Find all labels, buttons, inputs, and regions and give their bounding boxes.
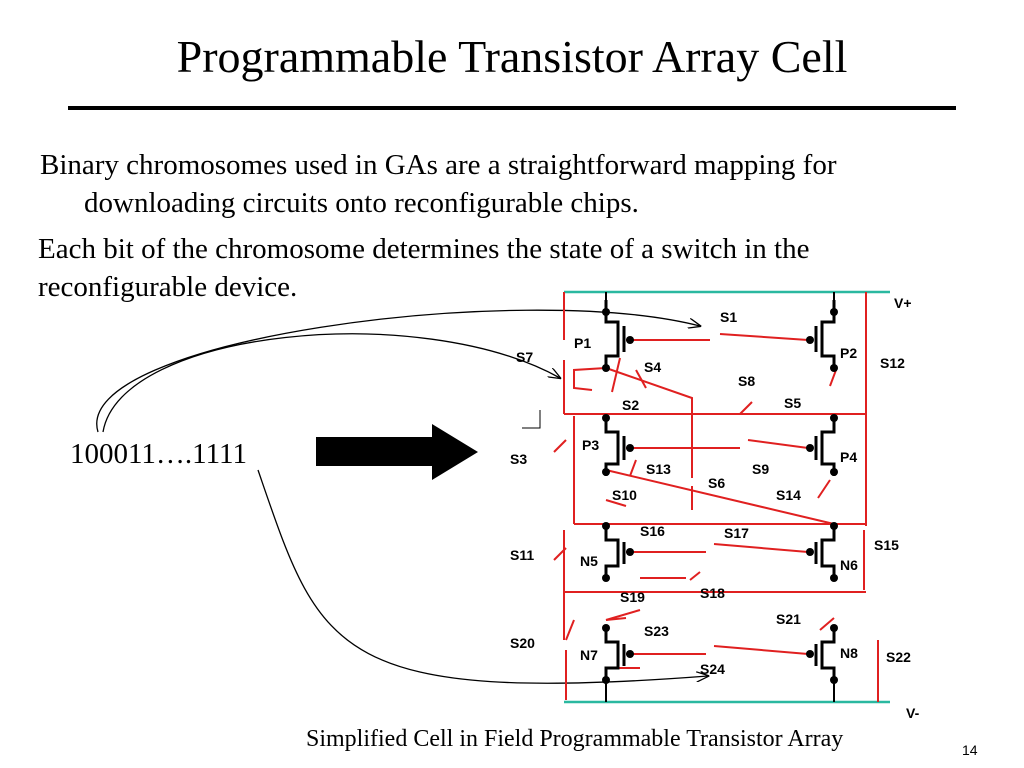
switch-label-s2: S2 [622, 397, 639, 413]
switch-label-s8: S8 [738, 373, 755, 389]
rail-vplus-label: V+ [894, 295, 912, 311]
switch-label-s9: S9 [752, 461, 769, 477]
transistor-label-p3: P3 [582, 437, 599, 453]
transistor-label-p1: P1 [574, 335, 591, 351]
mapping-curve-s4 [102, 333, 560, 433]
rail-vminus-label: V- [906, 705, 920, 721]
switch-label-s22: S22 [886, 649, 911, 665]
bullet-1-line-2: downloading circuits onto reconfigurable… [84, 187, 639, 219]
switch-label-s4: S4 [644, 359, 661, 375]
transistor-label-n6: N6 [840, 557, 858, 573]
transistor-label-n8: N8 [840, 645, 858, 661]
switch-label-s11: S11 [510, 547, 534, 563]
bullet-2-line-2: reconfigurable device. [38, 271, 298, 303]
switch-label-s18: S18 [700, 585, 725, 601]
bullet-1: Binary chromosomes used in GAs are a str… [40, 146, 1000, 222]
switch-label-s14: S14 [776, 487, 801, 503]
circuit-nodes [602, 308, 838, 684]
circuit-wiring [553, 292, 879, 702]
bullet-2-line-1: Each bit of the chromosome determines th… [38, 233, 810, 265]
page-number: 14 [962, 742, 978, 758]
bullet-1-line-1: Binary chromosomes used in GAs are a str… [40, 149, 837, 181]
transistor-label-n7: N7 [580, 647, 598, 663]
switch-label-s17: S17 [724, 525, 749, 541]
switch-label-s21: S21 [776, 611, 801, 627]
transistor-devices [604, 300, 836, 680]
switch-label-s1: S1 [720, 309, 737, 325]
switch-label-s10: S10 [612, 487, 637, 503]
switch-label-s23: S23 [644, 623, 669, 639]
switch-label-s15: S15 [874, 537, 899, 553]
title-rule [68, 106, 956, 110]
switch-label-s19: S19 [620, 589, 645, 605]
switch-label-s16: S16 [640, 523, 665, 539]
switch-label-s5: S5 [784, 395, 801, 411]
chromosome-bitstring: 100011….1111 [70, 438, 247, 470]
switch-label-s7: S7 [516, 349, 533, 365]
switch-label-s3: S3 [510, 451, 527, 467]
switch-label-s6: S6 [708, 475, 725, 491]
switch-label-s20: S20 [510, 635, 535, 651]
bullet-2: Each bit of the chromosome determines th… [38, 230, 998, 306]
transistor-label-n5: N5 [580, 553, 598, 569]
corner-mark [522, 410, 541, 429]
switch-label-s13: S13 [646, 461, 671, 477]
mapping-arrow [316, 424, 478, 480]
transistor-label-p4: P4 [840, 449, 857, 465]
switch-label-s12: S12 [880, 355, 905, 371]
transistor-label-p2: P2 [840, 345, 857, 361]
figure-caption: Simplified Cell in Field Programmable Tr… [306, 726, 844, 752]
mapping-curve-s24 [257, 469, 708, 684]
switch-label-s24: S24 [700, 661, 725, 677]
slide-title: Programmable Transistor Array Cell [176, 31, 848, 82]
